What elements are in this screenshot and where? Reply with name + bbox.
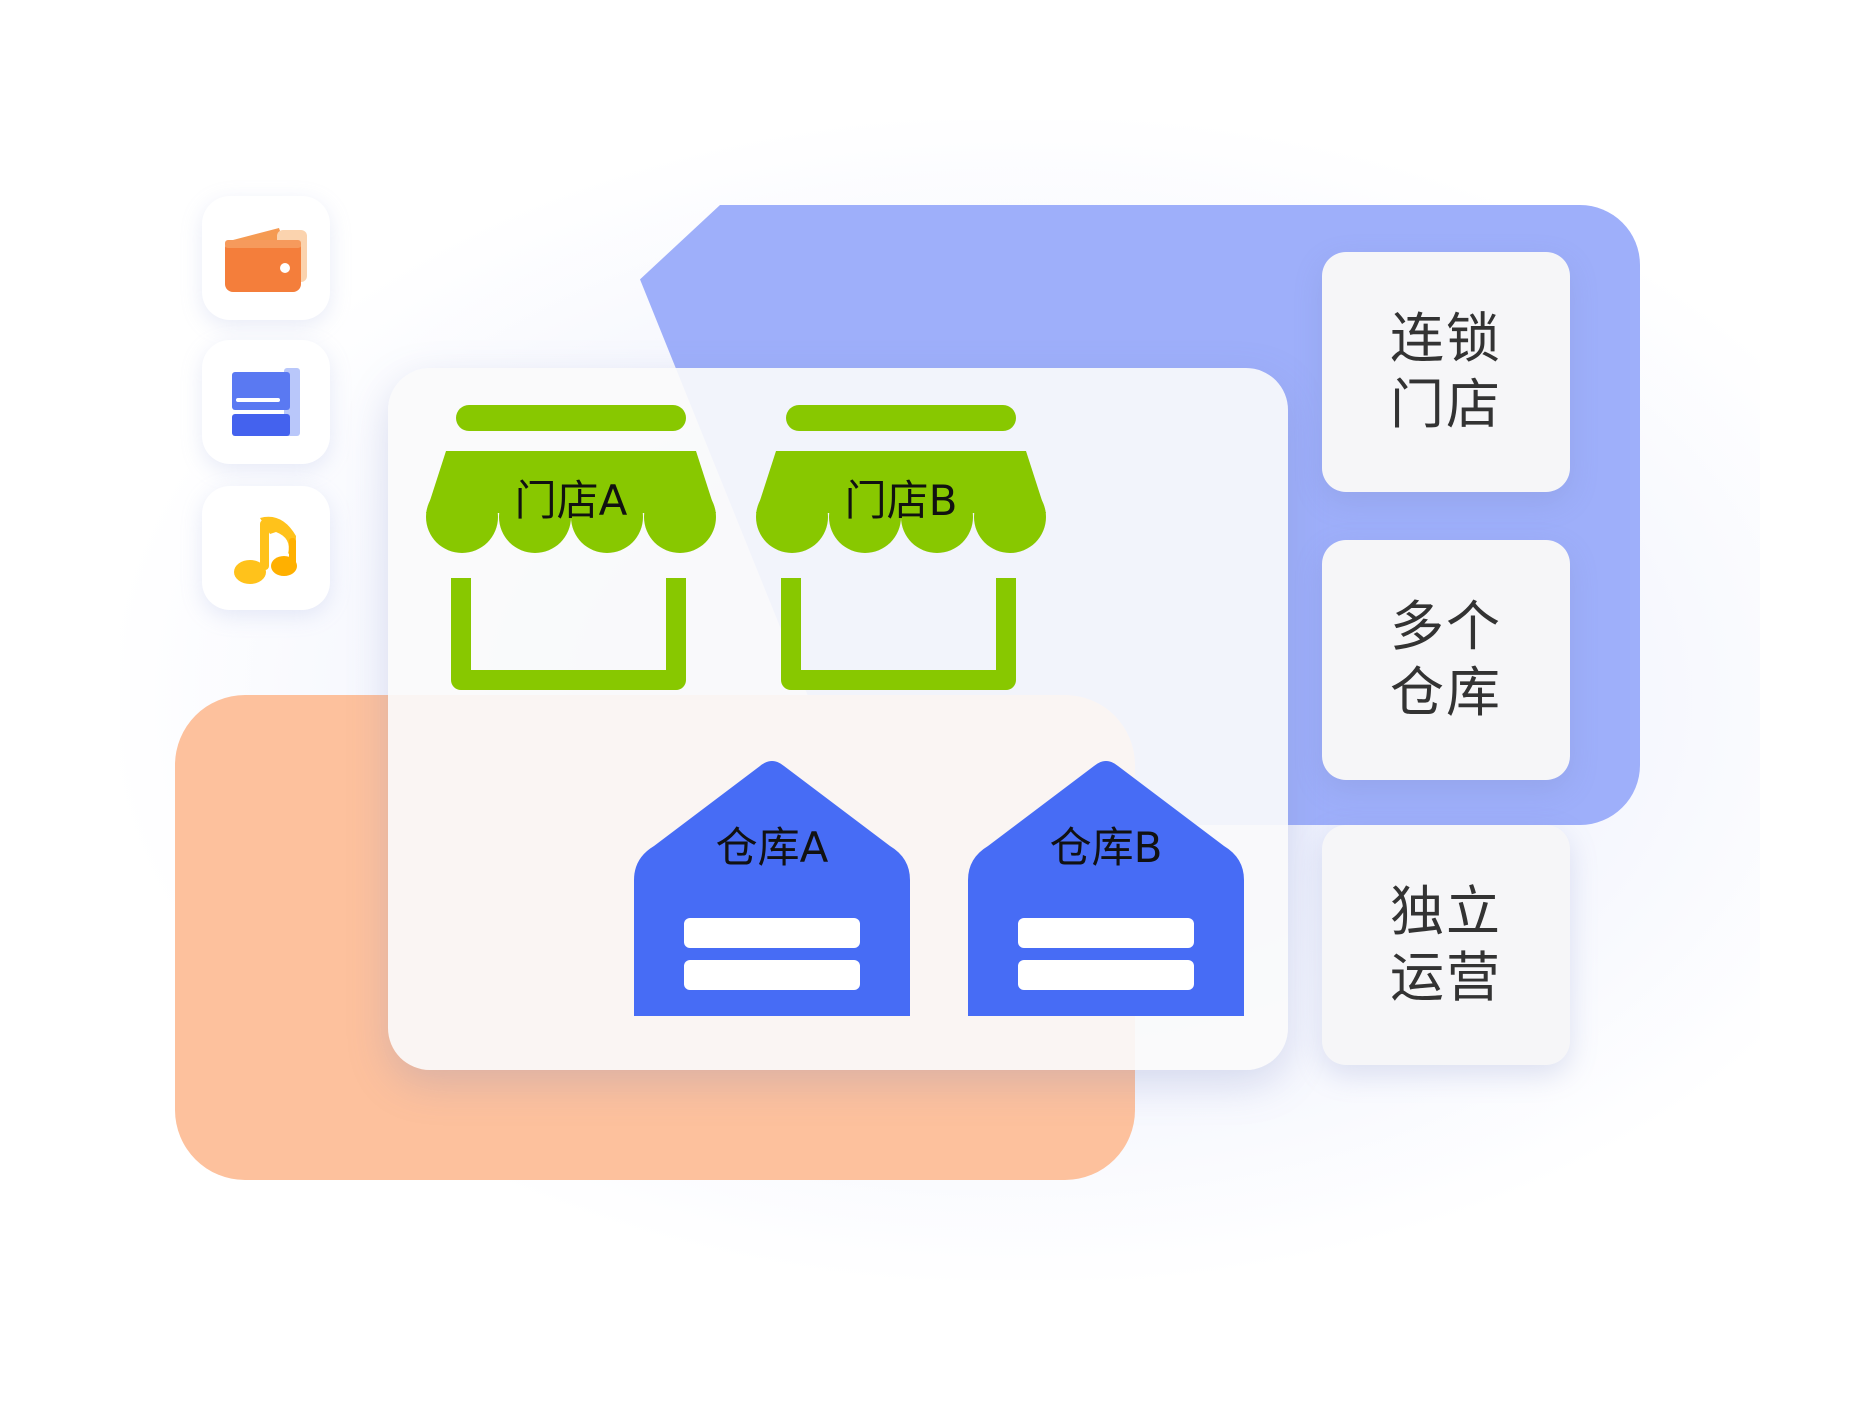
warehouse-label: 仓库B	[1049, 823, 1163, 872]
warehouse-icon	[968, 761, 1244, 1016]
feature-chain-stores: 连锁 门店	[1322, 252, 1570, 492]
music-tile	[202, 486, 330, 610]
warehouse-icon	[634, 761, 910, 1016]
store-icon	[426, 405, 716, 690]
feature-line: 门店	[1390, 373, 1502, 436]
store-icon	[756, 405, 1046, 690]
feature-line: 独立	[1390, 880, 1502, 943]
feature-line: 多个	[1390, 595, 1502, 658]
feature-line: 仓库	[1390, 661, 1502, 724]
warehouse-label: 仓库A	[715, 823, 829, 872]
music-note-icon	[234, 516, 297, 584]
feature-multi-warehouse: 多个 仓库	[1322, 540, 1570, 780]
wallet-tile	[202, 196, 330, 320]
store-a: 门店A	[426, 405, 716, 695]
store-b: 门店B	[756, 405, 1046, 695]
feature-independent-operation: 独立 运营	[1322, 825, 1570, 1065]
folder-window-tile	[202, 340, 330, 464]
wallet-icon	[225, 228, 307, 292]
warehouse-a: 仓库A	[634, 754, 910, 1016]
feature-line: 连锁	[1390, 307, 1502, 370]
feature-line: 运营	[1390, 946, 1502, 1009]
warehouse-b: 仓库B	[968, 754, 1244, 1016]
store-label: 门店A	[514, 476, 628, 525]
folder-window-icon	[232, 368, 300, 436]
store-label: 门店B	[844, 476, 958, 525]
